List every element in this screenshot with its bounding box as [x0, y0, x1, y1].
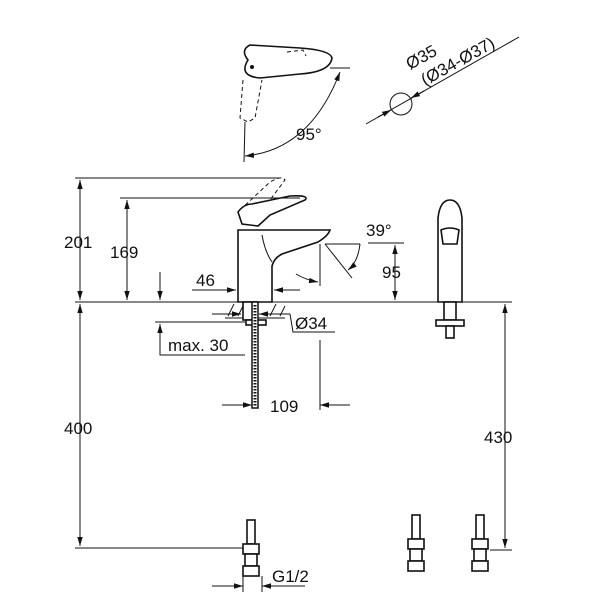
- base-diameter-label: Ø34: [295, 314, 327, 333]
- faucet-side-view: [225, 177, 332, 409]
- height-spout-label: 169: [110, 243, 138, 262]
- height-total-label: 201: [64, 233, 92, 252]
- connection-label: G1/2: [272, 567, 309, 586]
- hole-diameter-detail: Ø35 (Ø34-Ø37): [365, 33, 520, 125]
- hose-length-left-label: 400: [64, 419, 92, 438]
- faucet-front-view: [435, 199, 465, 339]
- hose-length-right-label: 430: [484, 428, 512, 447]
- hose-connectors: [242, 514, 489, 577]
- lever-angle-label: 95°: [296, 125, 322, 144]
- projection-label: 109: [270, 397, 298, 416]
- spout-angle-label: 39°: [366, 221, 392, 240]
- max-thickness-label: max. 30: [168, 336, 228, 355]
- body-width-label: 46: [196, 271, 215, 290]
- spout-height-label: 95: [382, 263, 401, 282]
- lever-top-view: 95°: [239, 44, 350, 163]
